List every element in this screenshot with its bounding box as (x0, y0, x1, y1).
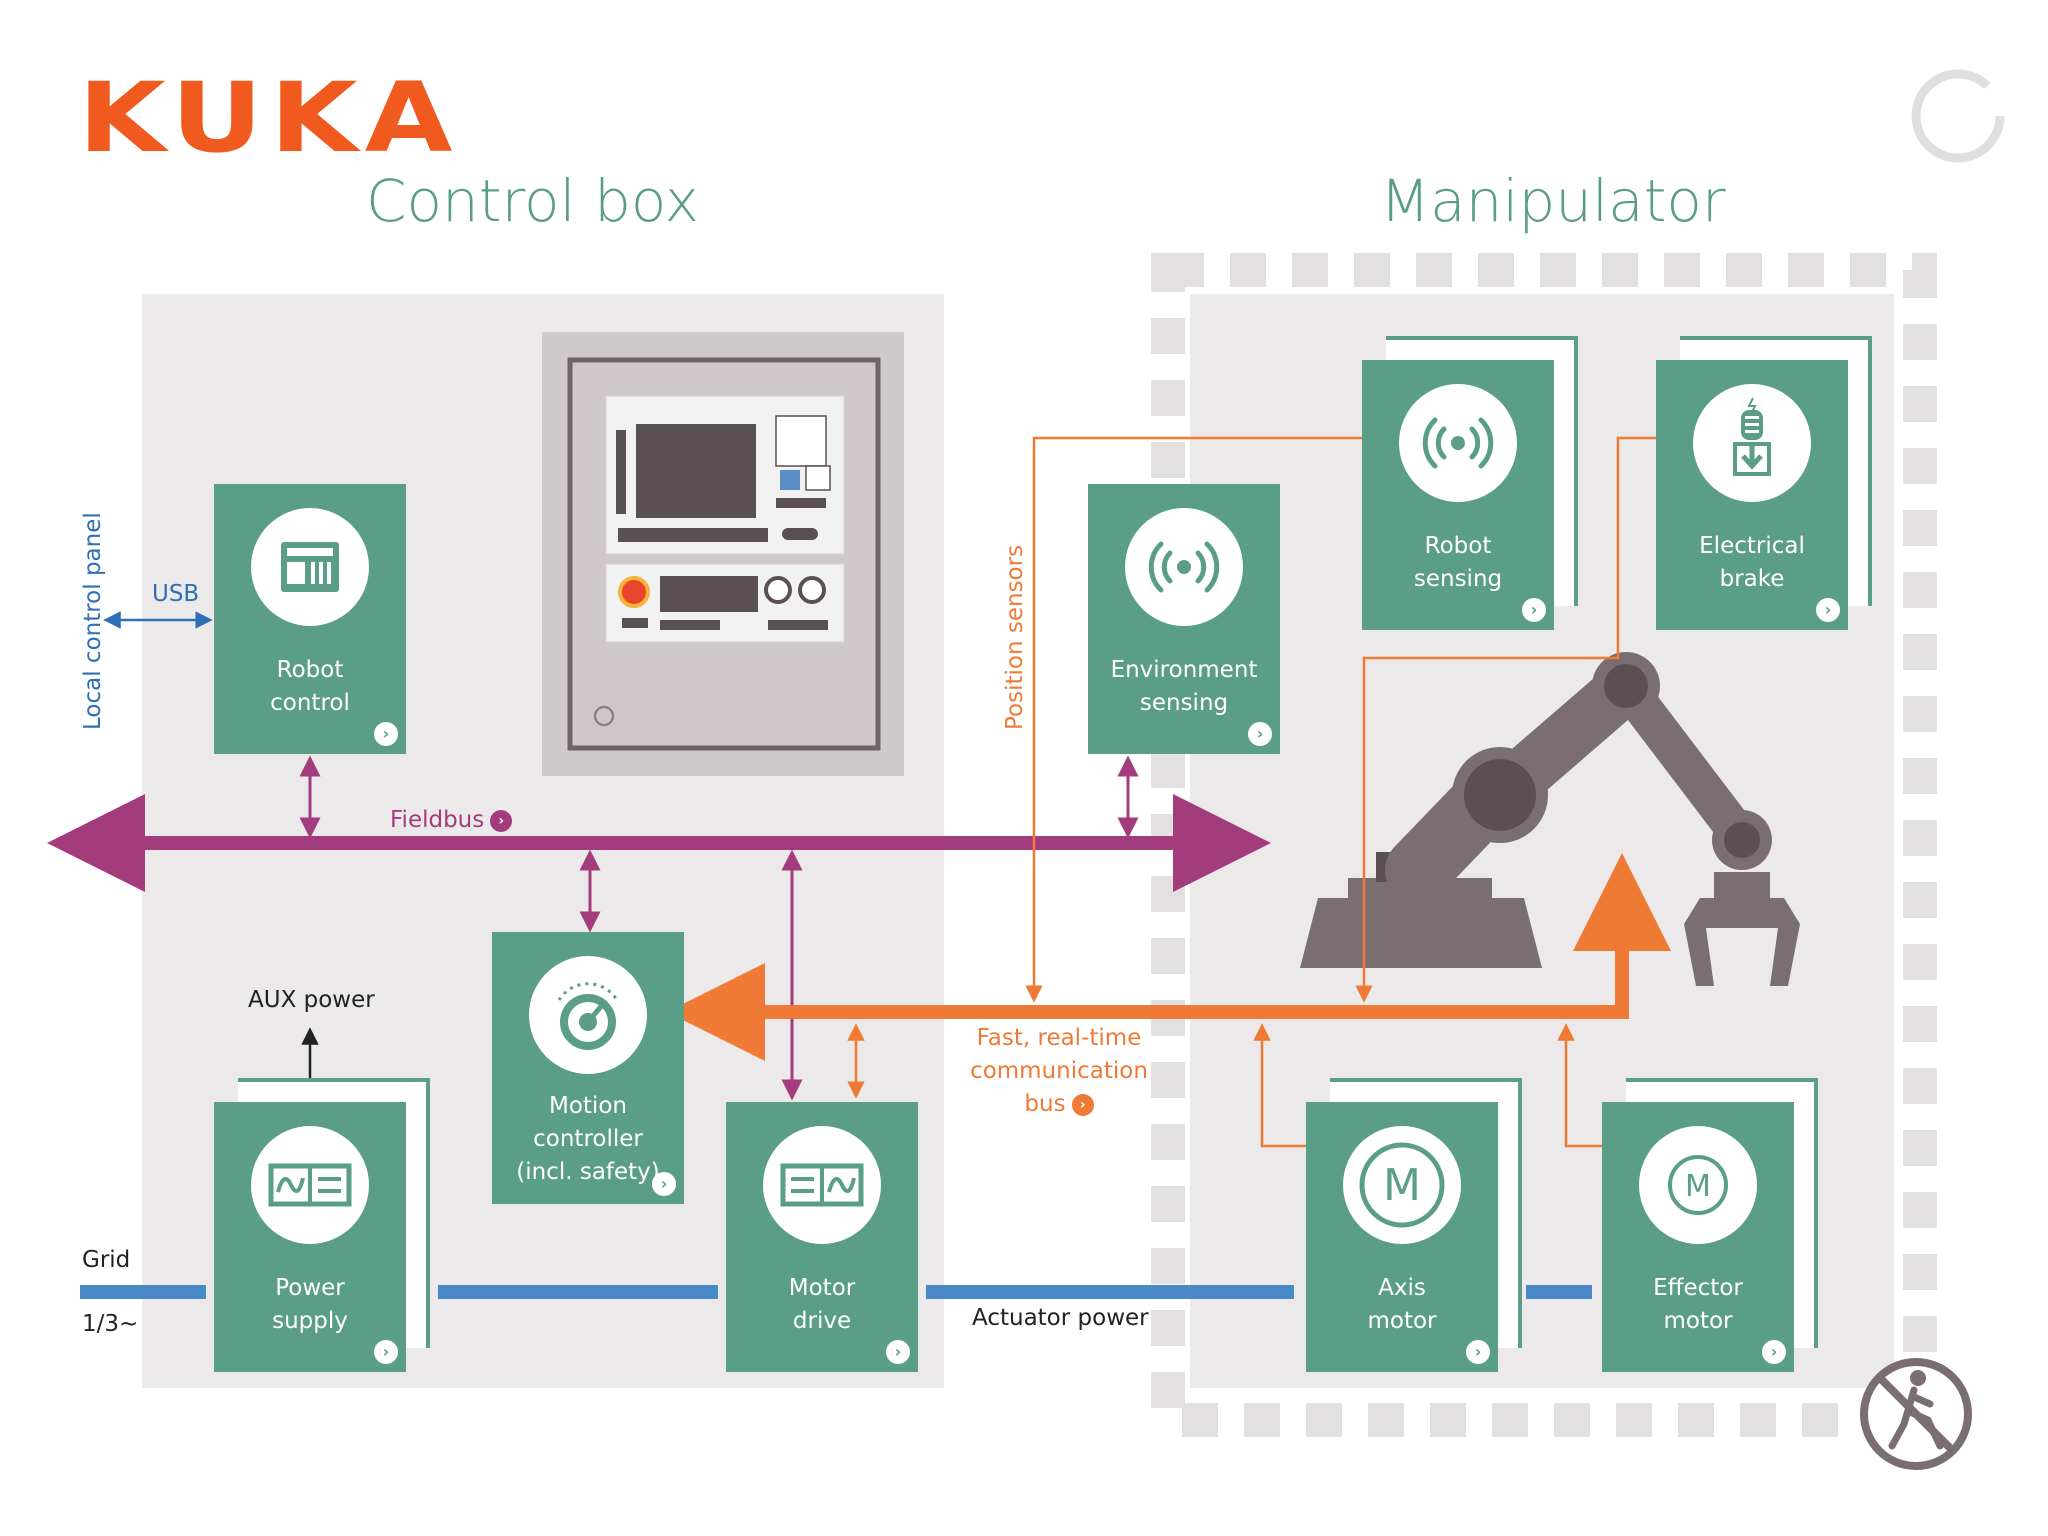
position-sensors-label: Position sensors (1002, 544, 1028, 730)
actuator-power-label: Actuator power (972, 1305, 1149, 1331)
power-supply-label-2: supply (272, 1308, 348, 1334)
environment-sensing-label-2: sensing (1139, 690, 1229, 716)
motor-m-icon: M (1343, 1126, 1461, 1244)
dc-ac-inverter-icon (763, 1126, 881, 1244)
robot-control-label-1: Robot (276, 657, 344, 683)
chevron-right-icon[interactable]: › (374, 722, 398, 746)
chevron-right-icon[interactable]: › (490, 809, 513, 832)
environment-sensing-card[interactable]: Environment sensing › (1088, 484, 1280, 754)
fieldbus-label: Fieldbus› (390, 804, 513, 837)
brake-coil-icon (1693, 384, 1811, 502)
control-box-title: Control box (366, 167, 699, 235)
motor-m-icon: M (1639, 1126, 1757, 1244)
manipulator-title: Manipulator (1380, 167, 1726, 235)
aux-power-label: AUX power (248, 987, 375, 1013)
loading-ring-icon (1911, 69, 2005, 163)
motor-drive-card[interactable]: Motor drive › (726, 1102, 918, 1372)
robot-sensing-label-2: sensing (1413, 566, 1503, 592)
ac-dc-converter-icon (251, 1126, 369, 1244)
power-supply-card[interactable]: Power supply › (214, 1102, 406, 1372)
kuka-logo: KUKA (78, 62, 460, 174)
realtime-bus-label-1: Fast, real-time (976, 1025, 1142, 1051)
motion-controller-label-1: Motion (549, 1093, 627, 1119)
usb-label: USB (152, 581, 200, 607)
electrical-brake-label-1: Electrical (1699, 533, 1805, 559)
motion-controller-label-3: (incl. safety) (516, 1159, 660, 1185)
chevron-right-icon[interactable]: › (886, 1340, 910, 1364)
controller-cabinet-illustration (542, 332, 904, 776)
realtime-bus-label-2: communication (970, 1058, 1148, 1084)
axis-motor-card[interactable]: M Axis motor › (1306, 1102, 1498, 1372)
local-control-panel-label: Local control panel (80, 512, 106, 730)
chevron-right-icon[interactable]: › (1762, 1340, 1786, 1364)
axis-motor-label-2: motor (1367, 1308, 1437, 1334)
grid-label: Grid (82, 1247, 131, 1273)
wireless-signal-icon (1125, 508, 1243, 626)
dial-gauge-icon (529, 956, 647, 1074)
chevron-right-icon[interactable]: › (1816, 598, 1840, 622)
electrical-brake-label-2: brake (1719, 566, 1785, 592)
effector-motor-label-2: motor (1663, 1308, 1733, 1334)
power-supply-label-1: Power (275, 1275, 345, 1301)
motor-drive-label-2: drive (792, 1308, 852, 1334)
grid-phase-label: 1/3~ (82, 1311, 139, 1337)
chevron-right-icon[interactable]: › (374, 1340, 398, 1364)
chevron-right-icon[interactable]: › (1466, 1340, 1490, 1364)
chevron-right-icon[interactable]: › (1522, 598, 1546, 622)
control-cabinet-icon (251, 508, 369, 626)
robot-control-card[interactable]: Robot control › (214, 484, 406, 754)
motor-drive-label-1: Motor (788, 1275, 856, 1301)
chevron-right-icon[interactable]: › (1248, 722, 1272, 746)
effector-motor-label-1: Effector (1653, 1275, 1743, 1301)
realtime-bus-line (667, 436, 1671, 1148)
realtime-bus-label-3: bus› (964, 1088, 1154, 1121)
wireless-signal-icon (1399, 384, 1517, 502)
motion-controller-card[interactable]: Motion controller (incl. safety) › (492, 932, 684, 1204)
svg-text:M: M (1685, 1169, 1711, 1204)
robot-sensing-card[interactable]: Robot sensing › (1362, 360, 1554, 630)
environment-sensing-label-1: Environment (1110, 657, 1258, 683)
robot-control-label-2: control (270, 690, 350, 716)
realtime-bus-label: Fast, real-time communication bus› (964, 1022, 1154, 1121)
chevron-right-icon[interactable]: › (652, 1172, 676, 1196)
robot-sensing-label-1: Robot (1424, 533, 1492, 559)
electrical-brake-card[interactable]: Electrical brake › (1656, 360, 1848, 630)
no-pedestrian-icon (1860, 1358, 1972, 1470)
motion-controller-label-2: controller (533, 1126, 643, 1152)
axis-motor-label-1: Axis (1378, 1275, 1426, 1301)
chevron-right-icon[interactable]: › (1071, 1093, 1094, 1116)
effector-motor-card[interactable]: M Effector motor › (1602, 1102, 1794, 1372)
svg-text:M: M (1383, 1160, 1421, 1211)
